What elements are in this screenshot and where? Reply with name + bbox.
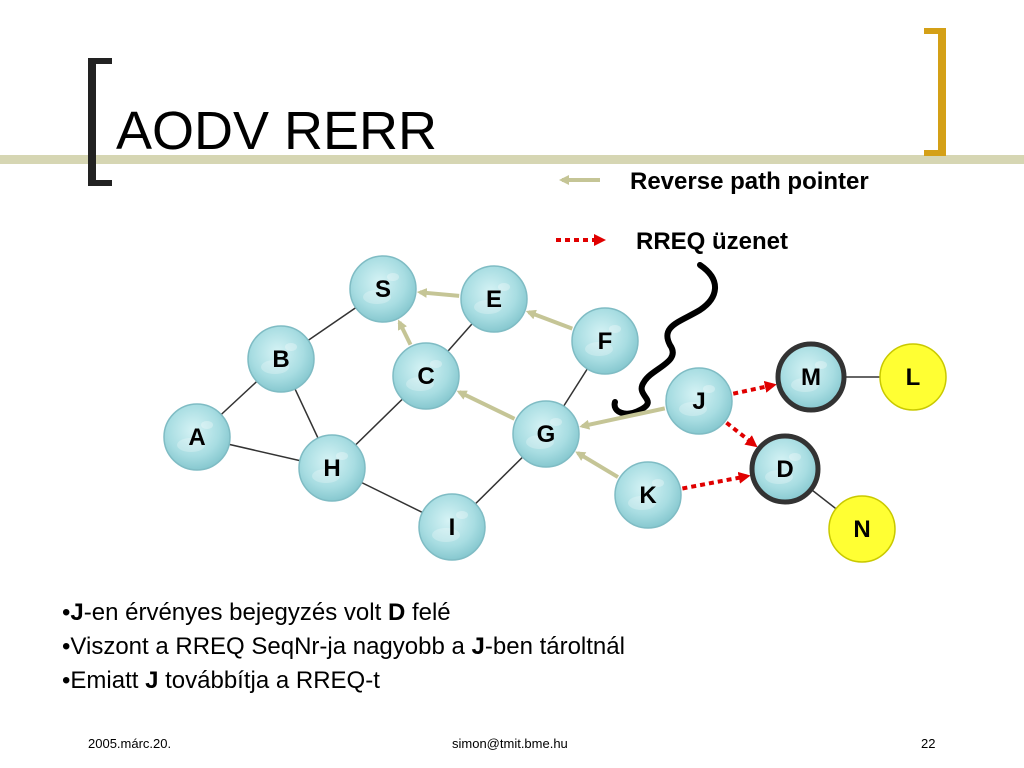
node-A: A (163, 403, 231, 471)
reverse-pointer-J-G (579, 406, 666, 430)
bullet-item: •Viszont a RREQ SeqNr-ja nagyobb a J-ben… (62, 633, 625, 660)
legend-rreq-label: RREQ üzenet (636, 228, 789, 255)
bullet-list: •J-en érvényes bejegyzés volt D felé •Vi… (62, 596, 625, 698)
reverse-pointer-K-G (575, 451, 619, 479)
node-label: L (906, 364, 921, 391)
node-label: M (801, 364, 821, 391)
node-label: I (449, 514, 456, 541)
node-B: B (247, 325, 315, 393)
reverse-pointer-F-E (525, 309, 573, 331)
broken-link-squiggle (611, 262, 718, 417)
node-label: F (598, 328, 613, 355)
node-label: C (417, 363, 434, 390)
node-I: I (418, 493, 486, 561)
node-label: G (537, 421, 556, 448)
node-label: J (692, 388, 705, 415)
bullet-item: •Emiatt J továbbítja a RREQ-t (62, 667, 380, 694)
footer-email: simon@tmit.bme.hu (452, 736, 568, 751)
node-label: K (639, 482, 657, 509)
node-label: E (486, 286, 502, 313)
arrows-layer (397, 287, 777, 491)
node-label: S (375, 276, 391, 303)
node-F: F (571, 307, 639, 375)
node-K: K (614, 461, 682, 529)
node-N: N (828, 495, 896, 563)
node-label: H (323, 455, 340, 482)
reverse-pointer-E-S (416, 287, 460, 298)
node-label: D (776, 456, 793, 483)
node-M: M (775, 341, 847, 413)
rreq-message-J-D (725, 421, 758, 448)
node-E: E (460, 265, 528, 333)
node-label: N (853, 516, 870, 543)
title-rule (0, 155, 1024, 164)
node-label: B (272, 346, 289, 373)
legend-reverse-label: Reverse path pointer (630, 168, 869, 195)
node-L: L (879, 343, 947, 411)
node-G: G (512, 400, 580, 468)
reverse-pointer-C-S (397, 319, 413, 346)
node-label: A (188, 424, 205, 451)
node-D: D (749, 433, 821, 505)
node-S: S (349, 255, 417, 323)
reverse-pointer-G-C (456, 390, 516, 421)
node-J: J (665, 367, 733, 435)
bullet-item: •J-en érvényes bejegyzés volt D felé (62, 599, 451, 626)
footer-page-number: 22 (921, 736, 936, 751)
nodes-layer: S E B C F A G H J K I M D L N (163, 255, 947, 563)
footer-date: 2005.márc.20. (88, 736, 172, 751)
node-H: H (298, 434, 366, 502)
right-bracket (924, 28, 946, 156)
rreq-message-J-M (732, 380, 777, 396)
left-bracket (88, 58, 112, 186)
node-C: C (392, 342, 460, 410)
slide-title: AODV RERR (116, 101, 438, 161)
rreq-message-K-D (682, 471, 751, 491)
